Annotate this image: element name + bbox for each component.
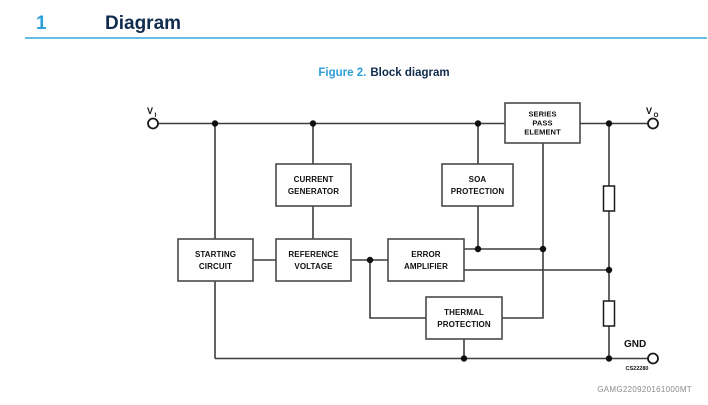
- block-current-generator: CURRENT GENERATOR: [275, 163, 352, 207]
- diagram-wires: [158, 122, 648, 360]
- block-box: [177, 238, 254, 282]
- svg-text:REFERENCE: REFERENCE: [288, 250, 339, 259]
- block-starting-circuit: STARTING CIRCUIT: [177, 238, 254, 282]
- figure-title: Block diagram: [370, 67, 450, 79]
- block-box: [275, 238, 352, 282]
- svg-text:SERIES: SERIES: [528, 110, 556, 119]
- output-terminal-subscript: O: [654, 112, 659, 119]
- svg-text:CURRENT: CURRENT: [294, 175, 334, 184]
- input-terminal: [147, 117, 159, 130]
- svg-text:GENERATOR: GENERATOR: [288, 187, 339, 196]
- resistor-lower: [602, 300, 616, 327]
- block-box: [425, 296, 503, 340]
- output-terminal-label: V: [646, 106, 652, 116]
- block-box: [387, 238, 465, 282]
- svg-text:CIRCUIT: CIRCUIT: [199, 262, 232, 271]
- figure-caption: Figure 2.Block diagram: [318, 67, 449, 79]
- junction-dot: [539, 245, 547, 253]
- output-terminal: [647, 117, 659, 130]
- header-rule: [25, 37, 707, 39]
- ground-terminal: [647, 352, 659, 365]
- svg-text:PROTECTION: PROTECTION: [451, 187, 505, 196]
- svg-text:THERMAL: THERMAL: [444, 308, 484, 317]
- junction-dot: [605, 120, 613, 127]
- block-box: [275, 163, 352, 207]
- junction-dot: [474, 120, 482, 127]
- section-title: Diagram: [105, 13, 182, 34]
- svg-text:PROTECTION: PROTECTION: [437, 320, 491, 329]
- junction-dot: [460, 355, 468, 362]
- svg-text:AMPLIFIER: AMPLIFIER: [404, 262, 448, 271]
- wire-junction-to-thermal: [369, 260, 426, 319]
- footer-reference-code: GAMG220920161000MT: [597, 385, 692, 394]
- svg-text:PASS: PASS: [532, 119, 552, 128]
- block-box: [504, 102, 581, 144]
- junction-dot: [211, 120, 219, 127]
- section-number: 1: [36, 13, 47, 34]
- svg-text:SOA: SOA: [469, 175, 487, 184]
- diagram-code: CS22280: [626, 366, 649, 372]
- svg-text:ELEMENT: ELEMENT: [524, 128, 561, 137]
- junction-dot: [605, 266, 613, 274]
- figure-label: Figure 2.: [318, 67, 367, 79]
- junction-dot: [605, 355, 613, 362]
- input-terminal-subscript: I: [155, 112, 157, 119]
- wire-series-pass-to-thermal: [502, 143, 544, 319]
- block-reference-voltage: REFERENCE VOLTAGE: [275, 238, 352, 282]
- junction-dot: [309, 120, 317, 127]
- svg-text:STARTING: STARTING: [195, 250, 236, 259]
- block-thermal-protection: THERMAL PROTECTION: [425, 296, 503, 340]
- junction-dot: [474, 245, 482, 253]
- block-box: [441, 163, 514, 207]
- junction-dots: [211, 120, 613, 362]
- resistor-upper: [602, 185, 616, 212]
- junction-dot: [366, 256, 374, 264]
- svg-text:VOLTAGE: VOLTAGE: [294, 262, 333, 271]
- ground-terminal-label: GND: [624, 339, 646, 350]
- block-error-amplifier: ERROR AMPLIFIER: [387, 238, 465, 282]
- svg-text:ERROR: ERROR: [411, 250, 441, 259]
- block-soa-protection: SOA PROTECTION: [441, 163, 514, 207]
- input-terminal-label: V: [147, 106, 153, 116]
- block-series-pass-element: SERIES PASS ELEMENT: [504, 102, 581, 144]
